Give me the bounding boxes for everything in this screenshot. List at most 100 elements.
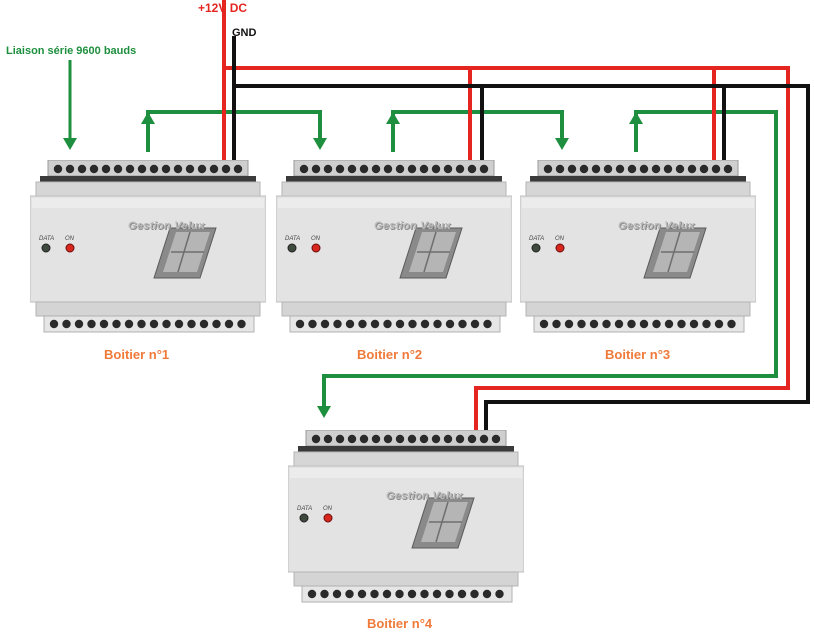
terminal-screw xyxy=(479,164,489,174)
terminal-screw xyxy=(723,164,733,174)
terminal-screw xyxy=(332,589,342,599)
terminal-screw xyxy=(470,589,479,599)
terminal-screw xyxy=(295,319,305,329)
power-bus xyxy=(224,66,790,436)
device-label-4: Boitier n°4 xyxy=(367,616,433,631)
terminal-screw xyxy=(335,164,345,174)
terminal-screw xyxy=(162,319,171,329)
data-up-arrow-icon xyxy=(386,112,400,124)
terminal-screw xyxy=(482,589,492,599)
terminal-screw xyxy=(443,164,453,174)
ground-bus xyxy=(234,84,810,436)
terminal-screw xyxy=(320,589,329,599)
power-led-icon xyxy=(323,513,333,523)
device-label-1: Boitier n°1 xyxy=(104,347,170,362)
data-up-arrow-icon xyxy=(629,112,643,124)
data-wire-2-3 xyxy=(391,110,564,152)
terminal-screw xyxy=(124,319,134,329)
terminal-screw xyxy=(113,164,123,174)
data-down-arrow-icon xyxy=(313,138,327,150)
terminal-screw xyxy=(87,319,96,329)
power-label: +12V DC xyxy=(198,1,248,15)
terminal-screw xyxy=(99,319,109,329)
data-down-arrow-icon xyxy=(317,406,331,418)
terminal-screw xyxy=(432,589,442,599)
terminal-screw xyxy=(173,164,183,174)
terminal-screw xyxy=(62,319,71,329)
terminal-screw xyxy=(711,164,721,174)
terminal-screw xyxy=(335,434,345,444)
terminal-screw xyxy=(199,319,209,329)
terminal-screw xyxy=(299,164,309,174)
terminal-screw xyxy=(371,164,381,174)
terminal-screw xyxy=(433,319,442,329)
terminal-screw xyxy=(209,164,219,174)
serial-link-label: Liaison série 9600 bauds xyxy=(6,45,137,57)
terminal-screw xyxy=(383,164,393,174)
terminal-screw xyxy=(370,589,379,599)
on-led-label: ON xyxy=(555,236,564,242)
terminal-screw xyxy=(49,319,59,329)
terminal-screw xyxy=(53,164,63,174)
terminal-screw xyxy=(395,164,405,174)
terminal-screw xyxy=(149,319,159,329)
terminal-screw xyxy=(359,434,369,444)
on-led-label: ON xyxy=(323,506,332,512)
terminal-screw xyxy=(564,319,574,329)
data-led-icon xyxy=(299,513,309,523)
device-body xyxy=(29,159,267,333)
terminal-screw xyxy=(137,164,147,174)
terminal-screw xyxy=(455,434,465,444)
terminal-screw xyxy=(675,164,685,174)
terminal-screw xyxy=(221,164,231,174)
terminal-screw xyxy=(689,319,699,329)
terminal-screw xyxy=(370,319,380,329)
data-led-icon xyxy=(531,243,541,253)
terminal-screw xyxy=(345,589,354,599)
terminal-screw xyxy=(431,164,441,174)
terminal-screw xyxy=(577,319,586,329)
terminal-screw xyxy=(323,434,333,444)
terminal-screw xyxy=(237,319,246,329)
terminal-screw xyxy=(395,434,405,444)
terminal-screw xyxy=(714,319,724,329)
device-body xyxy=(275,159,513,333)
terminal-screw xyxy=(627,164,637,174)
terminal-screw xyxy=(383,319,392,329)
terminal-screw xyxy=(639,164,649,174)
terminal-screw xyxy=(112,319,121,329)
terminal-screw xyxy=(311,164,321,174)
terminal-screw xyxy=(567,164,577,174)
terminal-screw xyxy=(431,434,441,444)
terminal-screw xyxy=(664,319,674,329)
device-body xyxy=(287,429,525,603)
terminal-screw xyxy=(347,164,357,174)
power-led-icon xyxy=(311,243,321,253)
terminal-screw xyxy=(589,319,599,329)
terminal-screw xyxy=(614,319,624,329)
terminal-screw xyxy=(470,319,480,329)
terminal-screw xyxy=(458,319,467,329)
data-led-label: DATA xyxy=(285,236,301,242)
terminal-screw xyxy=(652,319,661,329)
terminal-screw xyxy=(212,319,221,329)
terminal-screw xyxy=(539,319,549,329)
terminal-screw xyxy=(603,164,613,174)
terminal-screw xyxy=(101,164,111,174)
terminal-screw xyxy=(320,319,330,329)
terminal-screw xyxy=(420,319,430,329)
device-label-3: Boitier n°3 xyxy=(605,347,671,362)
terminal-screw xyxy=(323,164,333,174)
terminal-screw xyxy=(371,434,381,444)
terminal-screw xyxy=(407,589,417,599)
device-label-2: Boitier n°2 xyxy=(357,347,423,362)
terminal-screw xyxy=(395,589,404,599)
terminal-screw xyxy=(185,164,195,174)
terminal-screw xyxy=(687,164,697,174)
device-title: Gestion Velux xyxy=(618,220,695,232)
terminal-screw xyxy=(224,319,234,329)
